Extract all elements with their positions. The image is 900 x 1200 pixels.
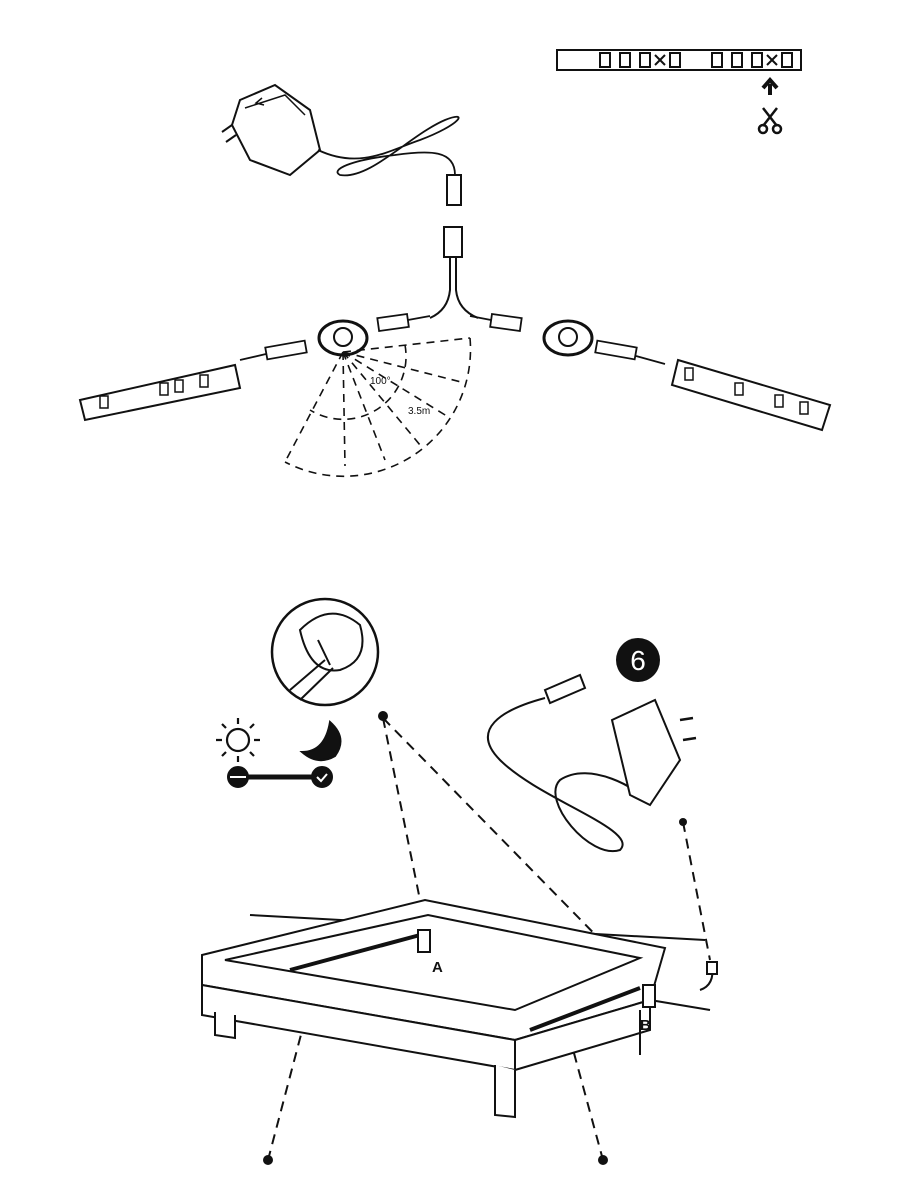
sensor-closeup: [270, 597, 380, 707]
moon-icon: [299, 720, 342, 762]
step-number: 6: [630, 645, 646, 676]
led-strip-left: [78, 363, 242, 422]
range-label: 3.5m: [408, 406, 430, 417]
detection-range-fan: [284, 337, 472, 477]
cable-connectors: [239, 312, 666, 365]
arrow-up-icon: [761, 76, 779, 95]
scissors-icon: [757, 107, 783, 135]
sun-icon: [216, 718, 260, 762]
point-b-label: B: [640, 1017, 651, 1034]
day-night-slider: [227, 766, 333, 788]
power-adapter-coiled: [487, 673, 697, 853]
pointer-dots: [263, 711, 687, 1165]
cuttable-strip: [556, 49, 802, 71]
led-strip-right: [670, 358, 832, 432]
power-adapter: [221, 83, 479, 319]
step-number-badge: [616, 638, 660, 682]
pointer-lines: [267, 717, 711, 1161]
point-a-label: A: [432, 959, 443, 976]
bed-frame: [201, 898, 718, 1119]
angle-label: 100°: [370, 376, 391, 387]
motion-sensor-right: [542, 319, 594, 357]
